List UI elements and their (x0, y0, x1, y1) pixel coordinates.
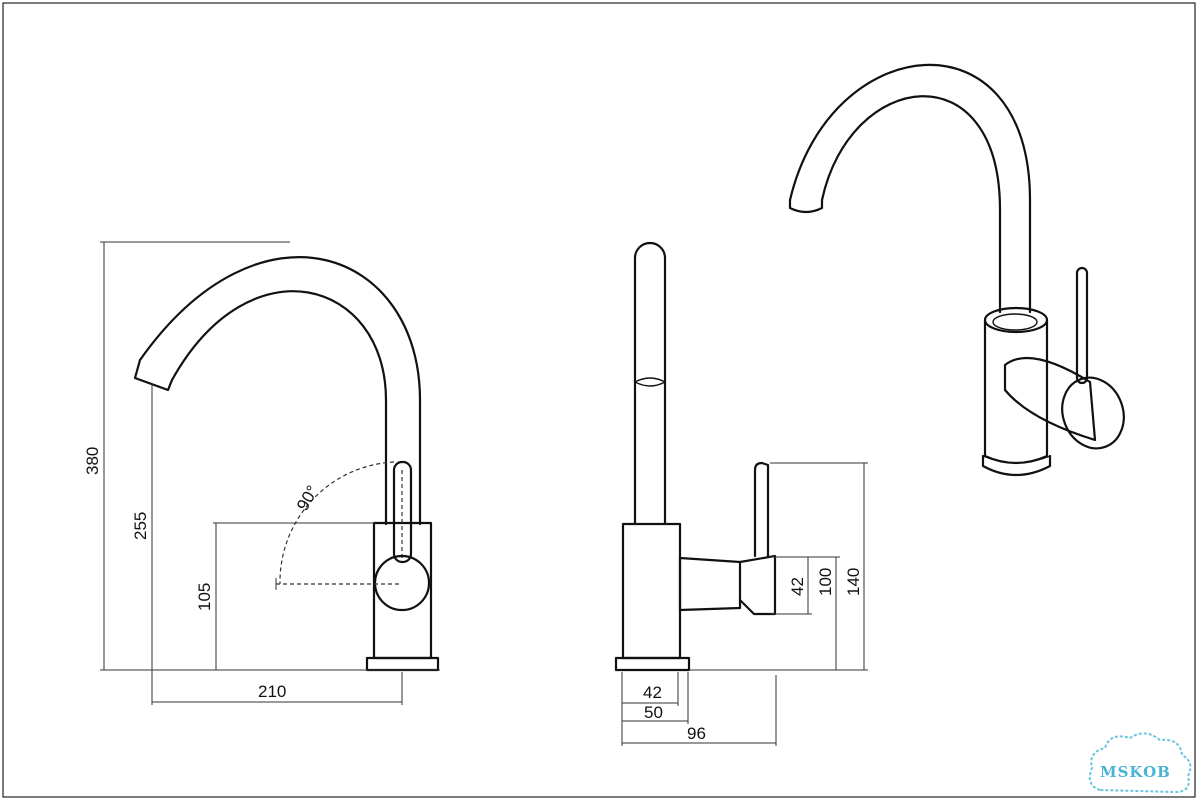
perspective-handle-cylinder (1003, 357, 1097, 442)
perspective-body-top (983, 306, 1049, 334)
front-spout-inner (170, 290, 388, 526)
dim-140-label: 140 (844, 568, 863, 596)
perspective-base (981, 454, 1052, 476)
side-spout-tube (633, 241, 667, 526)
side-view: 42 100 140 42 50 96 (614, 241, 868, 746)
side-body (621, 522, 682, 660)
watermark: MSKOB (1088, 732, 1192, 794)
dim-bottom-42-label: 42 (643, 683, 662, 702)
perspective-handle-lever (1075, 266, 1089, 385)
perspective-handle-cap (1061, 376, 1125, 450)
side-cartridge-housing (678, 556, 742, 612)
front-spout-outer (138, 256, 422, 526)
perspective-spout-tip (788, 198, 824, 214)
front-handle-swing-arc (279, 461, 395, 585)
dim-380-label: 380 (83, 447, 102, 475)
front-handle-angle-label: 90° (293, 482, 322, 514)
dim-210-label: 210 (258, 682, 286, 701)
perspective-view (788, 63, 1125, 476)
front-view: 90° 380 255 105 210 (83, 241, 440, 705)
watermark-text: MSKOB (1100, 763, 1171, 781)
perspective-body (983, 318, 1049, 465)
front-handle-knob (373, 554, 431, 612)
perspective-spout-outer (788, 63, 1032, 314)
perspective-base-top (982, 455, 1051, 464)
perspective-spout-inner (820, 95, 1002, 314)
front-spout-tip (133, 358, 174, 392)
front-handle-lever (392, 460, 413, 564)
watermark-cloud-icon (1088, 732, 1192, 794)
dim-50-label: 50 (644, 703, 663, 722)
side-spout-joint (634, 377, 666, 387)
dim-105-label: 105 (195, 583, 214, 611)
dim-255-label: 255 (131, 512, 150, 540)
perspective-spout-collar (992, 313, 1038, 331)
dim-side-42-label: 42 (788, 577, 807, 596)
dim-100-label: 100 (816, 568, 835, 596)
side-handle-lever (753, 461, 770, 558)
dim-96-label: 96 (687, 724, 706, 743)
side-handle-knob (738, 554, 777, 616)
side-base (614, 656, 691, 672)
front-base (365, 656, 440, 672)
